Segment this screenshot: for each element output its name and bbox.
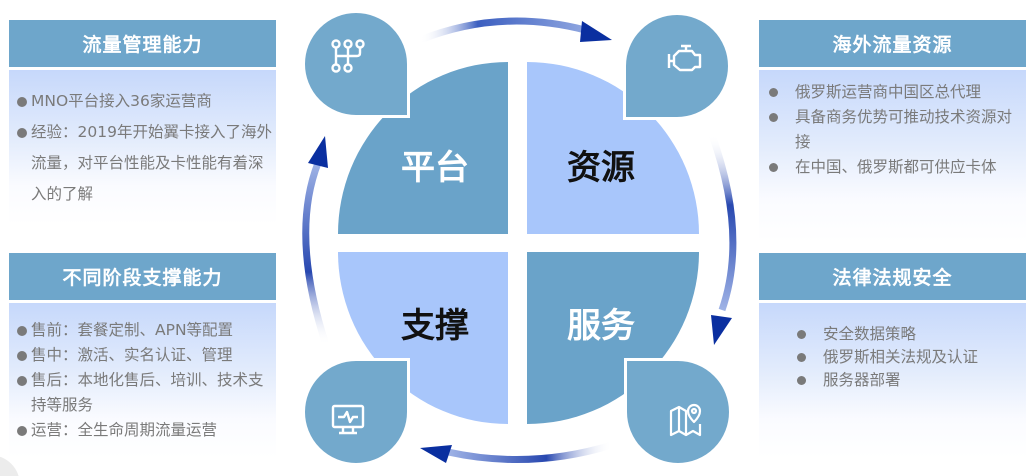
panel-overseas-traffic: 海外流量资源 俄罗斯运营商中国区总代理 具备商务优势可推动技术资源对接 在中国、… xyxy=(759,20,1026,242)
arrow-bottom xyxy=(447,441,614,463)
list-item: 俄罗斯运营商中国区总代理 xyxy=(767,80,1022,105)
arrow-head-bottom xyxy=(420,445,452,463)
panel-title: 法律法规安全 xyxy=(759,253,1026,300)
list-item: 具备商务优势可推动技术资源对接 xyxy=(767,105,1022,155)
panel-body: MNO平台接入36家运营商 经验：2019年开始翼卡接入了海外流量，对平台性能及… xyxy=(9,70,276,225)
bullet-list: 安全数据策略 俄罗斯相关法规及认证 服务器部署 xyxy=(759,303,1026,392)
arrow-head-top xyxy=(580,21,612,42)
monitor-pulse-icon xyxy=(331,404,365,435)
quadrant-label: 支撑 xyxy=(401,305,469,346)
list-item: 运营：全生命周期流量运营 xyxy=(17,418,272,443)
quadrant-label: 资源 xyxy=(567,147,635,188)
arrow-right xyxy=(708,133,737,312)
arrow-top xyxy=(418,17,586,44)
panel-title: 不同阶段支撑能力 xyxy=(9,253,276,300)
engine-icon xyxy=(667,44,702,72)
arrow-left xyxy=(302,161,330,347)
icon-badge-resources xyxy=(623,12,731,120)
quadrant-platform: 平台 xyxy=(338,62,508,234)
background-decoration-circle xyxy=(0,455,20,476)
list-item: 经验：2019年开始翼卡接入了海外流量，对平台性能及卡性能有着深入的了解 xyxy=(17,117,272,210)
panel-body: 售前：套餐定制、APN等配置 售中：激活、实名认证、管理 售后：本地化售后、培训… xyxy=(9,303,276,458)
icon-badge-platform xyxy=(302,10,410,118)
arrow-head-left xyxy=(308,136,328,168)
quadrant-label: 服务 xyxy=(567,305,635,346)
panel-traffic-management: 流量管理能力 MNO平台接入36家运营商 经验：2019年开始翼卡接入了海外流量… xyxy=(9,20,276,225)
panel-legal-security: 法律法规安全 安全数据策略 俄罗斯相关法规及认证 服务器部署 xyxy=(759,253,1026,458)
list-item: 俄罗斯相关法规及认证 xyxy=(795,346,1022,369)
list-item: 服务器部署 xyxy=(795,369,1022,392)
quadrant-label: 平台 xyxy=(401,147,469,188)
list-item: 售前：套餐定制、APN等配置 xyxy=(17,318,272,343)
arrow-head-right xyxy=(711,315,732,345)
map-pin-icon xyxy=(669,403,702,437)
icon-badge-service xyxy=(624,358,732,466)
list-item: MNO平台接入36家运营商 xyxy=(17,86,272,117)
bullet-list: MNO平台接入36家运营商 经验：2019年开始翼卡接入了海外流量，对平台性能及… xyxy=(9,70,276,210)
list-item: 售后：本地化售后、培训、技术支持等服务 xyxy=(17,368,272,418)
list-item: 售中：激活、实名认证、管理 xyxy=(17,343,272,368)
panel-title: 海外流量资源 xyxy=(759,20,1026,67)
gear-shift-icon xyxy=(331,39,365,73)
panel-title: 流量管理能力 xyxy=(9,20,276,67)
bullet-list: 售前：套餐定制、APN等配置 售中：激活、实名认证、管理 售后：本地化售后、培训… xyxy=(9,303,276,443)
panel-body: 俄罗斯运营商中国区总代理 具备商务优势可推动技术资源对接 在中国、俄罗斯都可供应… xyxy=(759,70,1026,242)
list-item: 在中国、俄罗斯都可供应卡体 xyxy=(767,155,1022,180)
panel-stage-support: 不同阶段支撑能力 售前：套餐定制、APN等配置 售中：激活、实名认证、管理 售后… xyxy=(9,253,276,458)
panel-body: 安全数据策略 俄罗斯相关法规及认证 服务器部署 xyxy=(759,303,1026,458)
bullet-list: 俄罗斯运营商中国区总代理 具备商务优势可推动技术资源对接 在中国、俄罗斯都可供应… xyxy=(759,70,1026,180)
quadrant-support: 支撑 xyxy=(338,252,508,424)
list-item: 安全数据策略 xyxy=(795,323,1022,346)
icon-badge-support xyxy=(302,358,410,466)
